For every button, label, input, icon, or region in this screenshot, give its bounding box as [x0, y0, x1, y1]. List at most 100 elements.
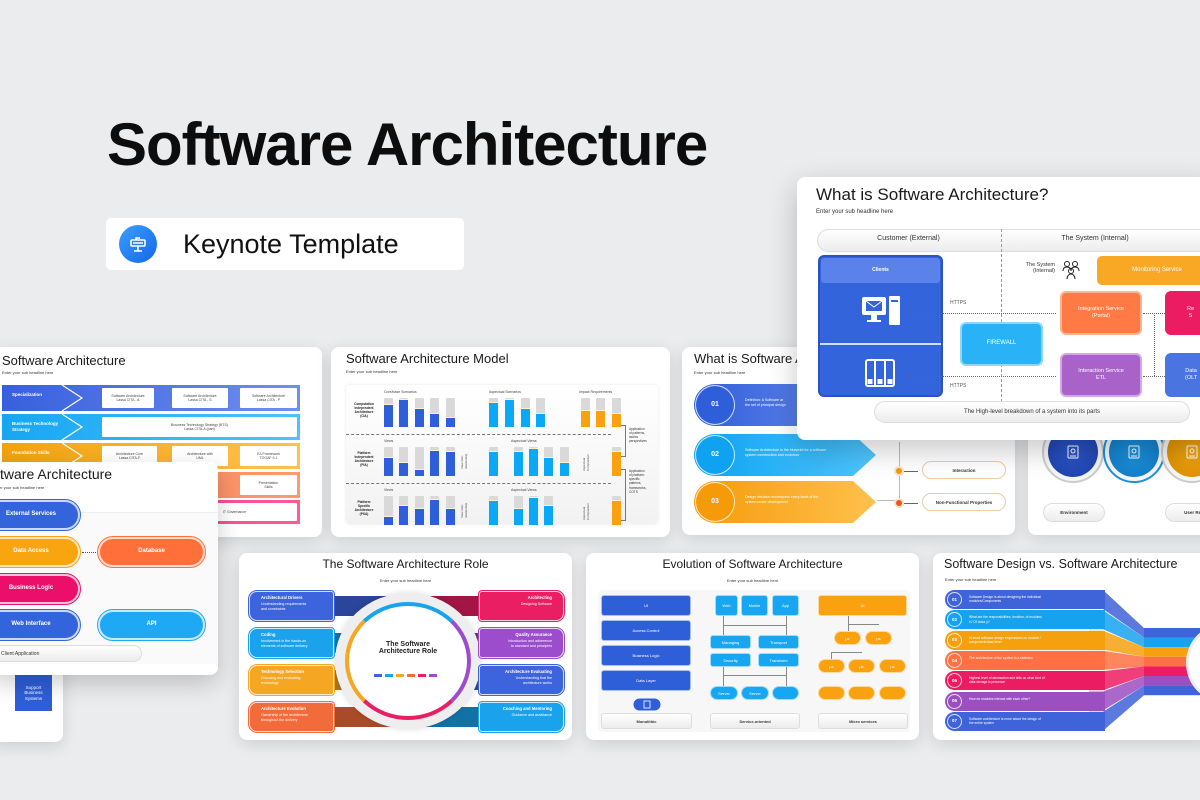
column-label: Monolithic [601, 713, 692, 729]
slide-title: Software Architecture [2, 353, 126, 368]
client-box: Web [715, 595, 738, 616]
micro-db [879, 686, 906, 700]
slide-title: Software Architecture [0, 466, 113, 482]
connector [831, 652, 862, 653]
people-icon [1061, 260, 1081, 285]
role-card [478, 701, 565, 733]
monolith-layer: Business Logic [601, 645, 691, 666]
bar-track [384, 447, 393, 476]
design-text: Software architecture is more about the … [969, 716, 1041, 726]
dot [896, 468, 902, 474]
slide-title: Software Architecture Model [346, 351, 509, 366]
legend-swatch [429, 674, 437, 677]
color-ring [345, 602, 471, 720]
divider [1001, 229, 1002, 402]
server-pill: Server [741, 686, 769, 700]
dot [896, 500, 902, 506]
connector [786, 667, 787, 686]
design-row [945, 630, 1105, 650]
bar-track [415, 496, 424, 525]
bar-fill [489, 500, 498, 525]
bar-track [489, 447, 498, 476]
bar-fill [430, 498, 439, 525]
keynote-icon [119, 225, 157, 263]
support-business-box: Support Business Systems [15, 675, 52, 711]
connector-bottom [910, 376, 1056, 377]
design-text: The architecture of the system is a skel… [969, 655, 1033, 660]
annotation-note: Application of patterns, tactics perspec… [629, 427, 647, 444]
role-title: Architecture Evolution [261, 706, 306, 711]
bar-track [581, 398, 590, 427]
bar-track [529, 447, 538, 476]
bar-track [596, 398, 605, 427]
connector-top [910, 313, 1056, 314]
vertical-label: View inter- relationship [460, 453, 468, 469]
role-card [248, 664, 335, 696]
skill-row-label: Specialization [12, 392, 43, 397]
role-card [478, 590, 565, 622]
bar-track [612, 496, 621, 525]
design-text: How do modules interact with each other? [969, 696, 1031, 701]
design-text: In short software design emphasizes on m… [969, 635, 1041, 644]
bar-fill [581, 409, 590, 427]
column-header: Aspectual Views [511, 439, 537, 443]
reporting-service: Re S [1165, 291, 1200, 335]
monolith-layer: UI [601, 595, 691, 616]
design-row [945, 610, 1105, 630]
skill-cell: Presentation Skills [240, 475, 297, 495]
bar-track [544, 496, 553, 525]
bar-fill [399, 461, 408, 476]
monolith-layer: Access Control [601, 620, 691, 641]
role-text: Choosing and evaluating technology [261, 676, 301, 685]
number-badge: 03 [947, 632, 962, 648]
bar-track [612, 447, 621, 476]
slide-subtitle: Enter your sub headline here [2, 370, 54, 375]
bar-track [430, 496, 439, 525]
bar-fill [514, 507, 523, 525]
client-box: Mobile [741, 595, 768, 616]
role-text: Involvement in the hands-on elements of … [261, 639, 308, 648]
column-label: Service-oriented [710, 713, 800, 729]
connector [831, 652, 832, 659]
vertical-label: Aspectual Composition [582, 503, 590, 520]
role-title: Technology Selection [261, 669, 304, 674]
bar-fill [446, 507, 455, 525]
slide-thumbnail-design-vs[interactable]: Software Design vs. Software Architectur… [933, 553, 1200, 740]
badge-label: Keynote Template [183, 228, 399, 259]
system-header: The System (Internal) [1061, 235, 1129, 242]
number-badge: 07 [947, 713, 962, 729]
legend-swatch [385, 674, 393, 677]
micro-db [848, 686, 875, 700]
bar-track [529, 496, 538, 525]
connector-right-2 [1143, 376, 1165, 377]
role-title: Coding [261, 632, 276, 637]
row-label: Platform Independent Architecture (PIA) [354, 451, 374, 468]
bar-fill [384, 457, 393, 476]
footer-pill: The High-level breakdown of a system int… [874, 401, 1190, 423]
bar-track [430, 398, 439, 427]
bar-fill [384, 516, 393, 525]
column-header: Views [384, 439, 394, 443]
slide-title: Evolution of Software Architecture [662, 557, 843, 571]
chevron-icon [60, 384, 84, 416]
slide-thumbnail-what-is[interactable]: What is Software Architecture?Enter your… [797, 177, 1200, 440]
server-pill [772, 686, 799, 700]
skill-cell: Business Technology Strategy (BTS) Lassa… [102, 417, 297, 437]
micro-node: µs [848, 659, 875, 673]
role-text: Guidance and assistance [511, 713, 552, 717]
header-pill [817, 229, 1200, 252]
role-text: Designing Software [520, 602, 552, 606]
number-circle: 01 [695, 385, 735, 425]
bar-fill [430, 412, 439, 427]
role-card [478, 627, 565, 659]
bar-fill [560, 461, 569, 476]
design-row [945, 711, 1105, 731]
client-box: App [772, 595, 799, 616]
bar-fill [544, 457, 553, 476]
arrow [904, 471, 918, 472]
bar-fill [415, 507, 424, 525]
